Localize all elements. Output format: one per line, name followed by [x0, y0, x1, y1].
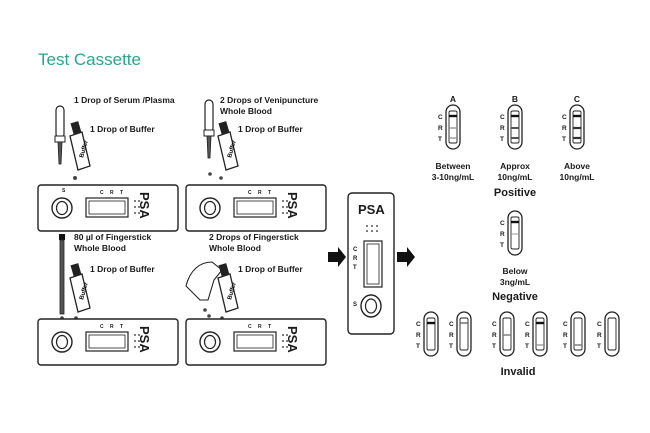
result-letter-c: C — [573, 94, 581, 104]
strip-line-letter: C — [563, 321, 568, 328]
strip-line-letter: R — [500, 125, 505, 132]
fingerstick-2-label-1: 2 Drops of Fingerstick — [209, 232, 299, 242]
invalid-heading: Invalid — [500, 366, 536, 378]
invalid-strips — [423, 311, 620, 357]
cassette-line-letter: T — [268, 190, 272, 196]
center-well-label: S — [353, 302, 358, 308]
positive-heading: Positive — [493, 187, 537, 199]
result-strip-b — [507, 104, 523, 150]
result-a-desc-2: 3-10ng/mL — [431, 172, 475, 182]
strip-line-letter: T — [416, 343, 420, 350]
strip-line-letter: T — [438, 136, 442, 143]
cassette-brand: PSA — [285, 192, 300, 219]
result-letter-a: A — [449, 94, 457, 104]
result-c-desc-1: Above — [564, 161, 590, 171]
venipuncture-drop-label-2: Whole Blood — [220, 106, 272, 116]
cassette-line-letter: R — [258, 324, 262, 330]
strip-line-letter: R — [416, 332, 421, 339]
cassette-line-letter: C — [248, 324, 252, 330]
line-label-t: T — [353, 265, 357, 271]
result-letter-b: B — [511, 94, 519, 104]
result-strip-negative — [507, 210, 523, 256]
negative-desc-2: 3ng/mL — [499, 277, 531, 287]
fingerstick-80-step — [37, 234, 179, 366]
strip-line-letter: T — [562, 136, 566, 143]
result-strip-c — [569, 104, 585, 150]
fingerstick-2-buffer-label: 1 Drop of Buffer — [238, 264, 303, 274]
result-a-desc-1: Between — [435, 161, 471, 171]
line-label-c: C — [353, 247, 358, 253]
strip-line-letter: R — [438, 125, 443, 132]
hand-icon — [185, 261, 223, 301]
cassette-line-letter: T — [120, 324, 124, 330]
cassette-line-letter: T — [268, 324, 272, 330]
strip-line-letter: R — [597, 332, 602, 339]
serum-drop-label: 1 Drop of Serum /Plasma — [74, 95, 175, 105]
cassette-brand: PSA — [137, 326, 152, 353]
result-strip-a — [445, 104, 461, 150]
strip-line-letter: C — [438, 114, 443, 121]
strip-line-letter: C — [500, 220, 505, 227]
result-b-desc-2: 10ng/mL — [497, 172, 533, 182]
negative-heading: Negative — [492, 291, 538, 303]
strip-line-letter: T — [500, 136, 504, 143]
cassette-line-letter: C — [100, 190, 104, 196]
venipuncture-step — [185, 99, 327, 232]
venipuncture-buffer-label: 1 Drop of Buffer — [238, 124, 303, 134]
result-c-desc-2: 10ng/mL — [559, 172, 595, 182]
strip-line-letter: C — [500, 114, 505, 121]
center-cassette — [347, 192, 395, 335]
negative-desc-1: Below — [502, 266, 528, 276]
strip-line-letter: R — [449, 332, 454, 339]
fingerstick-2-step — [185, 261, 327, 366]
strip-line-letter: T — [492, 343, 496, 350]
cassette-line-letter: R — [110, 324, 114, 330]
strip-line-letter: T — [525, 343, 529, 350]
cassette-line-letter: R — [258, 190, 262, 196]
cassette-brand: PSA — [137, 192, 152, 219]
strip-line-letter: T — [449, 343, 453, 350]
strip-line-letter: C — [416, 321, 421, 328]
line-label-r: R — [353, 256, 358, 262]
fingerstick-80-buffer-label: 1 Drop of Buffer — [90, 264, 155, 274]
strip-line-letter: C — [597, 321, 602, 328]
strip-line-letter: C — [449, 321, 454, 328]
strip-line-letter: T — [563, 343, 567, 350]
strip-line-letter: R — [563, 332, 568, 339]
strip-line-letter: R — [492, 332, 497, 339]
strip-line-letter: C — [562, 114, 567, 121]
center-cassette-brand: PSA — [358, 202, 385, 217]
arrow-icon — [328, 247, 346, 267]
strip-line-letter: R — [525, 332, 530, 339]
result-b-desc-1: Approx — [500, 161, 530, 171]
strip-line-letter: C — [492, 321, 497, 328]
fingerstick-80-label-1: 80 µl of Fingerstick — [74, 232, 152, 242]
venipuncture-drop-label-1: 2 Drops of Venipuncture — [220, 95, 319, 105]
strip-line-letter: T — [597, 343, 601, 350]
page-title: Test Cassette — [38, 50, 141, 69]
strip-line-letter: R — [562, 125, 567, 132]
cassette-line-letter: T — [120, 190, 124, 196]
fingerstick-80-label-2: Whole Blood — [74, 243, 126, 253]
fingerstick-2-label-2: Whole Blood — [209, 243, 261, 253]
cassette-line-letter: C — [248, 190, 252, 196]
strip-line-letter: R — [500, 231, 505, 238]
cassette-line-letter: R — [110, 190, 114, 196]
cassette-brand: PSA — [285, 326, 300, 353]
well-label: S — [62, 188, 66, 194]
serum-buffer-label: 1 Drop of Buffer — [90, 124, 155, 134]
serum-step — [37, 105, 179, 232]
strip-line-letter: T — [500, 242, 504, 249]
arrow-icon — [397, 247, 415, 267]
cassette-line-letter: C — [100, 324, 104, 330]
strip-line-letter: C — [525, 321, 530, 328]
